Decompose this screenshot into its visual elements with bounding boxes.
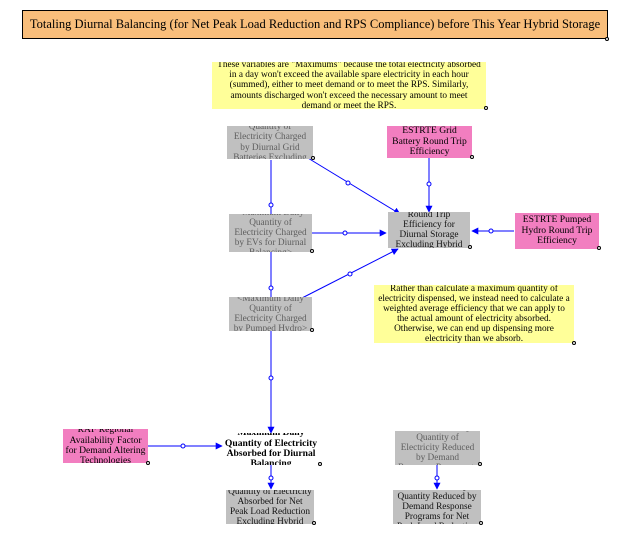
node-grid-batteries-shadow[interactable]: <Maximum Daily Quantity of Electricity C… xyxy=(227,126,313,159)
node-marker xyxy=(318,462,322,466)
note-weighted-marker xyxy=(572,341,576,345)
node-pumped-hydro-efficiency[interactable]: ESTRTE Pumped Hydro Round Trip Efficienc… xyxy=(515,213,599,249)
node-marker xyxy=(312,521,316,525)
node-max-absorbed-diurnal[interactable]: Maximum Daily Quantity of Electricity Ab… xyxy=(224,433,318,465)
node-marker xyxy=(468,245,472,249)
node-weighted-average-efficiency[interactable]: Weighted Average Round Trip Efficiency f… xyxy=(388,212,470,248)
note-maximums: These variables are "Maximums" because t… xyxy=(212,62,486,109)
node-demand-response-npl[interactable]: Maximum Daily Quantity Reduced by Demand… xyxy=(393,490,481,524)
node-raf-regional-availability[interactable]: RAF Regional Availability Factor for Dem… xyxy=(63,429,148,463)
node-marker xyxy=(479,521,483,525)
note-weighted-efficiency: Rather than calculate a maximum quantity… xyxy=(374,285,574,343)
node-pumped-hydro-shadow[interactable]: <Maximum Daily Quantity of Electricity C… xyxy=(229,297,312,331)
node-marker xyxy=(310,328,314,332)
node-absorbed-excluding-hybrid[interactable]: Maximum Daily Quantity of Electricity Ab… xyxy=(226,490,314,524)
node-marker xyxy=(478,462,482,466)
title-corner-marker xyxy=(605,37,609,41)
node-marker xyxy=(311,156,315,160)
node-marker xyxy=(146,461,150,465)
diagram-title: Totaling Diurnal Balancing (for Net Peak… xyxy=(22,10,608,39)
node-marker xyxy=(597,246,601,250)
node-grid-battery-efficiency[interactable]: ESTRTE Grid Battery Round Trip Efficienc… xyxy=(387,126,472,158)
note-maximums-marker xyxy=(484,106,488,110)
node-demand-response-shadow[interactable]: <Maximum Daily Quantity of Electricity R… xyxy=(395,431,480,465)
node-ev-shadow[interactable]: <Maximum Daily Quantity of Electricity C… xyxy=(229,214,312,252)
node-marker xyxy=(310,249,314,253)
node-marker xyxy=(470,155,474,159)
